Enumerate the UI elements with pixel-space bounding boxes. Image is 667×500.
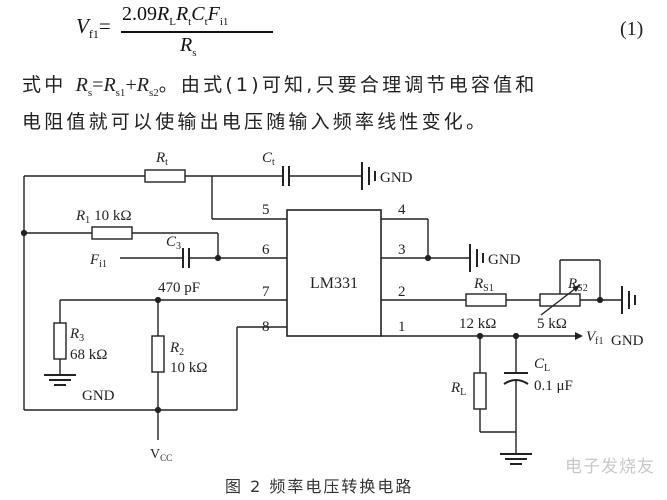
equation-lhs: Vf1= <box>76 14 111 42</box>
label-rs2-value: 5 kΩ <box>537 316 567 332</box>
resistor-rt <box>144 169 186 183</box>
pin-3: 3 <box>398 242 406 258</box>
label-rs1: RS1 <box>473 276 494 294</box>
label-cl-value: 0.1 μF <box>534 378 573 394</box>
label-vcc: VCC <box>150 447 172 463</box>
label-rl: RL <box>450 380 466 398</box>
pin-4: 4 <box>398 202 406 218</box>
label-r3-value: 68 kΩ <box>70 347 107 363</box>
potentiometer-arrow <box>572 285 580 292</box>
pin-8: 8 <box>262 319 270 335</box>
label-c3-value: 470 pF <box>158 280 200 296</box>
label-cl: CL <box>534 356 550 374</box>
fraction-bar <box>121 31 273 33</box>
label-rs1-value: 12 kΩ <box>459 316 496 332</box>
pin-5: 5 <box>262 202 270 218</box>
pin-6: 6 <box>262 242 270 258</box>
paragraph-line-2: 电阻值就可以使输出电压随输入频率线性变化。 <box>22 111 489 133</box>
label-rt: Rt <box>155 150 168 168</box>
vf1-arrow <box>575 332 583 340</box>
label-gnd-4: GND <box>82 388 115 404</box>
label-c3: C3 <box>166 234 181 252</box>
pin-1: 1 <box>398 319 406 335</box>
label-gnd-2: GND <box>488 252 521 268</box>
equation-number: (1) <box>620 18 644 40</box>
pin-7: 7 <box>262 284 270 300</box>
label-gnd-3: GND <box>611 333 644 349</box>
resistor-rl <box>473 372 487 410</box>
figure-caption: 图 2 频率电压转换电路 <box>225 477 414 496</box>
label-vf1: Vf1 <box>586 329 604 347</box>
paragraph-line-1: 式中 Rs=Rs1+Rs2。由式(1)可知,只要合理调节电容值和 <box>22 74 538 99</box>
label-r2-value: 10 kΩ <box>170 360 207 376</box>
equation-numerator: 2.09RLRtCtFi1 <box>122 3 229 28</box>
lm331-ic <box>286 209 382 337</box>
resistor-r2 <box>151 335 165 373</box>
label-rs2: RS2 <box>567 276 588 294</box>
resistor-rs1 <box>465 293 507 307</box>
resistor-r1 <box>91 226 133 240</box>
label-r2: R2 <box>169 340 184 358</box>
resistor-r3 <box>53 322 67 360</box>
ic-label: LM331 <box>310 275 358 292</box>
label-ct: Ct <box>262 150 275 168</box>
label-fi1: Fi1 <box>89 252 107 270</box>
label-r3: R3 <box>69 326 84 344</box>
watermark: 电子发烧友 <box>565 457 655 477</box>
pin-2: 2 <box>398 284 406 300</box>
equation-denominator: Rs <box>180 34 197 59</box>
label-gnd-1: GND <box>380 170 413 186</box>
